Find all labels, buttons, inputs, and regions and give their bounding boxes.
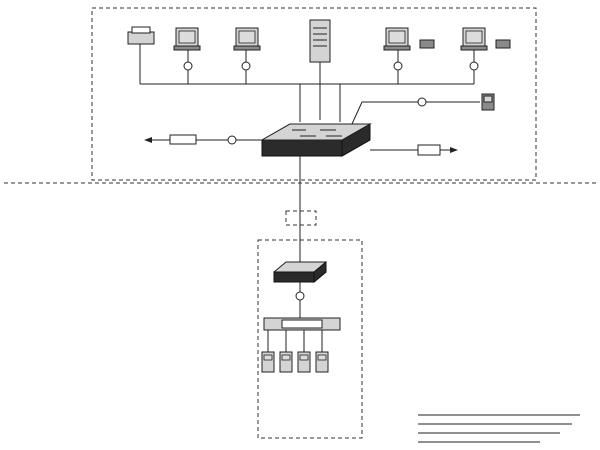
converter-icon [417,97,427,107]
modem-icon [285,210,317,226]
converter-icon [241,61,251,71]
switch-icon [273,260,327,284]
lane-terminal-icon [261,351,275,373]
lane-terminal-icon [315,351,329,373]
arrow-right-icon [450,147,458,153]
top-bus [139,44,480,125]
converter-icon [393,61,403,71]
lane-bus [267,330,323,352]
reader-icon [495,39,511,49]
computer-icon [173,27,201,51]
reader-icon [419,39,435,49]
computer-icon [460,27,488,51]
server-icon [309,19,331,63]
notes [418,414,580,443]
station-zone [257,239,363,439]
label-box [417,144,441,156]
converter-icon [227,135,237,145]
computer-icon [383,27,411,51]
label-box [169,134,197,145]
switch-icon [260,123,372,157]
lane-terminal-icon [297,351,311,373]
lane-terminal-icon [279,351,293,373]
converter-icon [183,61,193,71]
switch-icon [263,317,341,331]
computer-icon [233,27,261,51]
arrow-left-icon [144,137,152,143]
printer-icon [127,26,155,45]
kiosk-icon [481,93,495,111]
converter-icon [469,61,479,71]
converter-icon [295,291,305,301]
